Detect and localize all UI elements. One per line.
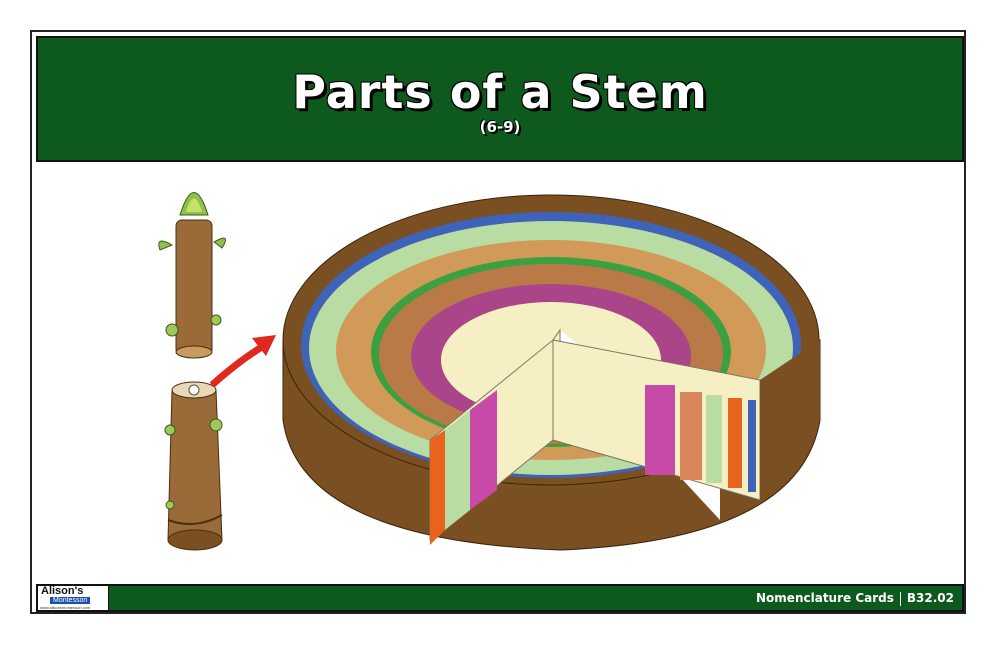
- logo-name: Alison's: [41, 585, 84, 597]
- stem-segment: [164, 381, 223, 551]
- logo-sub: Montessori: [50, 597, 91, 604]
- stem-cross-section: [282, 194, 821, 551]
- twig-top: [158, 192, 227, 359]
- page-title: Parts of a Stem: [292, 65, 708, 119]
- logo-url: www.alisonsmontessori.com: [40, 605, 91, 610]
- brand-logo: Alison's Montessori www.alisonsmontessor…: [38, 585, 109, 610]
- header-banner: Parts of a Stem (6-9): [36, 36, 964, 162]
- footer-text: Nomenclature Cards B32.02: [756, 591, 954, 606]
- arrow-icon: [209, 335, 276, 388]
- divider: [899, 591, 901, 606]
- series-label: Nomenclature Cards: [756, 591, 894, 605]
- card-code: B32.02: [906, 591, 954, 605]
- age-range: (6-9): [479, 118, 521, 136]
- card-border: [30, 30, 966, 614]
- footer-bar: Alison's Montessori www.alisonsmontessor…: [36, 584, 964, 612]
